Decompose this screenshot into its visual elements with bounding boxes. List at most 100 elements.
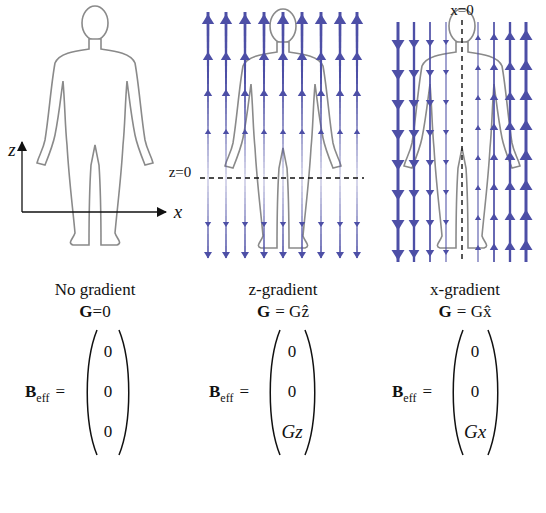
- field-line: [320, 24, 323, 30]
- field-line: [301, 228, 302, 234]
- label-text: =: [422, 382, 432, 402]
- field-line: [282, 84, 284, 90]
- field-line: [226, 138, 227, 144]
- field-line: [320, 30, 323, 36]
- field-line: [302, 162, 303, 168]
- field-arrowhead: [336, 252, 344, 258]
- field-line: [244, 234, 245, 240]
- field-line: [244, 96, 246, 102]
- field-line: [320, 96, 322, 102]
- field-arrowhead: [490, 123, 499, 130]
- field-line: [282, 30, 285, 36]
- field-arrowhead: [241, 89, 249, 96]
- field-arrowhead: [520, 90, 533, 100]
- field-line: [207, 246, 209, 252]
- field-line: [301, 240, 302, 246]
- field-arrowhead: [392, 40, 405, 50]
- field-line: [320, 60, 322, 66]
- label-text: eff: [403, 391, 416, 406]
- field-arrowhead: [204, 252, 212, 258]
- label-text: =: [239, 382, 249, 402]
- field-arrowhead: [298, 89, 306, 96]
- field-line: [225, 72, 227, 78]
- zero-label: z=0: [169, 164, 192, 181]
- field-line: [356, 228, 357, 234]
- field-line: [340, 144, 341, 150]
- field-line: [282, 36, 285, 42]
- matrix-entry: 0: [288, 382, 297, 402]
- field-line: [477, 22, 478, 262]
- field-line: [245, 156, 246, 162]
- field-line: [356, 60, 358, 66]
- field-line: [357, 210, 358, 216]
- field-line: [207, 72, 209, 78]
- field-line: [283, 198, 284, 204]
- field-line: [225, 240, 226, 246]
- field-line: [357, 186, 358, 192]
- field-arrowhead: [242, 222, 248, 227]
- field-line: [357, 150, 358, 156]
- field-line: [226, 168, 227, 174]
- field-line: [320, 114, 321, 120]
- field-arrowhead: [278, 52, 288, 60]
- label-text: B: [392, 382, 403, 402]
- field-arrowhead: [443, 70, 449, 75]
- field-line: [302, 174, 303, 180]
- field-line: [302, 180, 303, 186]
- field-line: [357, 192, 358, 198]
- field-line: [282, 228, 283, 234]
- field-line: [283, 168, 284, 174]
- field-line: [226, 210, 227, 216]
- field-line: [493, 22, 495, 262]
- field-line: [356, 216, 357, 222]
- field-arrowhead: [426, 130, 435, 137]
- field-line: [225, 78, 227, 84]
- field-line: [509, 22, 511, 262]
- field-line: [301, 216, 302, 222]
- field-arrowhead: [392, 100, 405, 110]
- matrix-entry: Gx: [464, 421, 486, 443]
- label-text: 0: [104, 422, 113, 442]
- field-line: [283, 186, 284, 192]
- field-line: [244, 78, 246, 84]
- field-line: [207, 42, 209, 48]
- field-line: [245, 138, 246, 144]
- field-arrowhead: [409, 160, 420, 169]
- field-line: [226, 156, 227, 162]
- field-line: [302, 138, 303, 144]
- field-arrowhead: [258, 14, 270, 24]
- field-arrowhead: [280, 222, 286, 227]
- field-arrowhead: [475, 95, 481, 100]
- field-line: [244, 66, 246, 72]
- field-line: [208, 138, 209, 144]
- field-line: [245, 204, 246, 210]
- field-line: [340, 180, 341, 186]
- field-line: [245, 186, 246, 192]
- field-arrowhead: [222, 89, 230, 96]
- field-arrowhead: [505, 61, 516, 70]
- field-arrowhead: [317, 252, 325, 258]
- field-arrowhead: [337, 129, 343, 134]
- field-line: [357, 156, 358, 162]
- field-line: [301, 30, 304, 36]
- field-line: [302, 186, 303, 192]
- field-line: [321, 192, 322, 198]
- field-line: [321, 186, 322, 192]
- field-arrowhead: [490, 93, 499, 100]
- field-line: [282, 240, 283, 246]
- field-line: [208, 150, 209, 156]
- field-arrowhead: [475, 215, 481, 220]
- field-line: [357, 198, 358, 204]
- field-line: [282, 246, 284, 252]
- field-arrowhead: [352, 52, 362, 60]
- field-line: [339, 234, 340, 240]
- matrix-entry: 0: [471, 382, 480, 402]
- field-line: [356, 84, 358, 90]
- field-arrowhead: [223, 222, 229, 227]
- field-line: [356, 78, 358, 84]
- field-line: [339, 102, 341, 108]
- field-line: [357, 204, 358, 210]
- field-line: [283, 150, 284, 156]
- field-line: [263, 84, 265, 90]
- field-line: [356, 114, 357, 120]
